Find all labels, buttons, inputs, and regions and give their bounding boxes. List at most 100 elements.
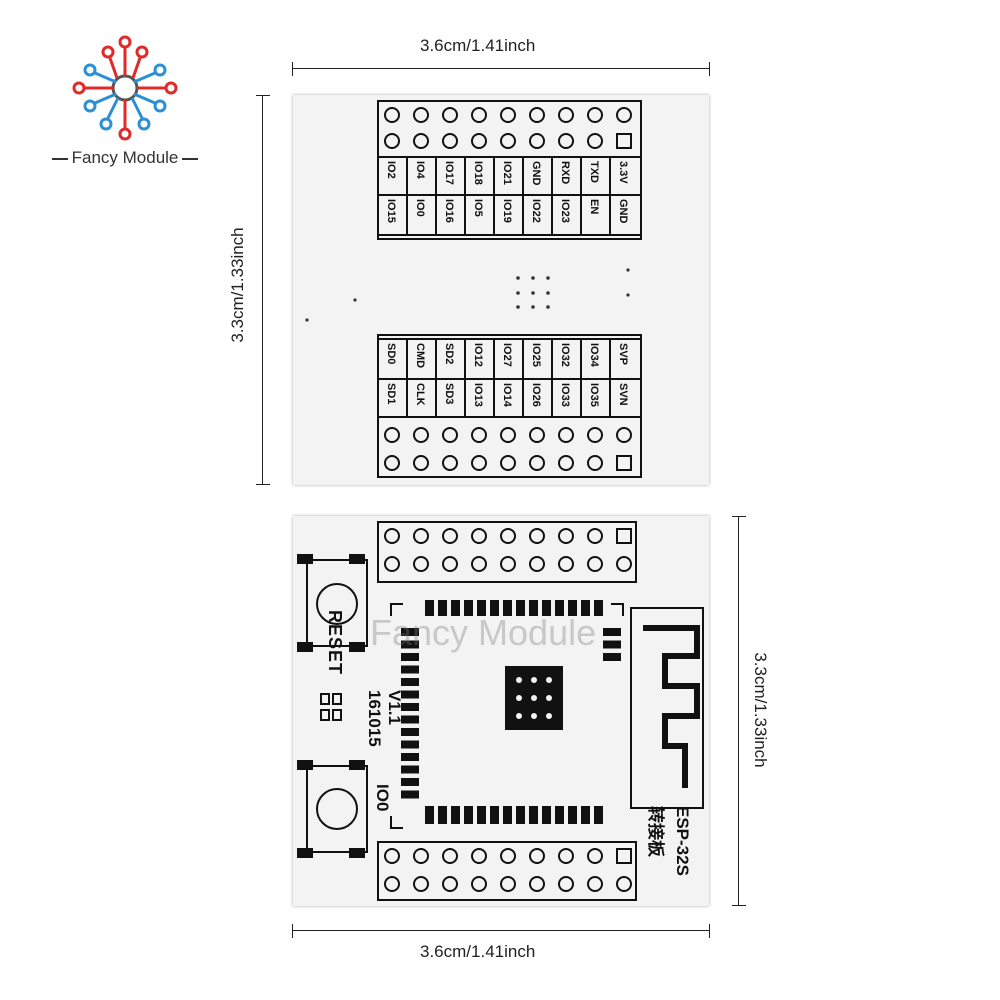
pin-pad: [500, 133, 516, 149]
square-pin-pad: [616, 528, 632, 544]
top-width-label: 3.6cm/1.41inch: [420, 36, 536, 55]
smd-pad: [555, 600, 564, 616]
pin-label: IO21: [501, 161, 513, 185]
pin-pad: [442, 876, 458, 892]
pin-pad: [442, 133, 458, 149]
pin-label: IO35: [588, 383, 600, 407]
pin-pad: [384, 427, 400, 443]
smd-pad: [477, 600, 486, 616]
pin-label: GND: [617, 199, 629, 224]
pcb-front-artwork: [297, 521, 704, 901]
pin-label: IO33: [559, 383, 571, 407]
pcb-front-side: [293, 516, 709, 906]
pin-pad: [471, 528, 487, 544]
pin-pad: [616, 107, 632, 123]
io0-switch: [297, 760, 368, 858]
version-label: V1.1: [385, 690, 404, 725]
smd-pad: [425, 806, 434, 824]
pin-pad: [587, 876, 603, 892]
pin-pad: [529, 133, 545, 149]
pin-label: SD3: [443, 383, 455, 404]
via: [626, 293, 630, 297]
smd-pad: [503, 600, 512, 616]
pin-pad: [616, 427, 632, 443]
pin-pad: [529, 528, 545, 544]
pin-pad: [529, 876, 545, 892]
pin-pad: [500, 848, 516, 864]
pin-pad: [384, 528, 400, 544]
smd-pad: [581, 600, 590, 616]
smd-pad: [401, 678, 419, 686]
smd-pad: [401, 703, 419, 711]
smd-pad: [451, 600, 460, 616]
pin-pad: [529, 107, 545, 123]
smd-pad: [464, 806, 473, 824]
smd-pad: [603, 628, 621, 636]
pin-pad: [558, 427, 574, 443]
pin-pad: [471, 427, 487, 443]
smd-pad: [425, 600, 434, 616]
date-label: 161015: [365, 690, 384, 747]
smd-pad: [555, 806, 564, 824]
pin-pad: [413, 876, 429, 892]
square-pin-pad: [616, 455, 632, 471]
smd-pad: [401, 628, 419, 636]
pin-label: IO0: [414, 199, 426, 217]
pin-label: IO26: [530, 383, 542, 407]
pin-pad: [413, 107, 429, 123]
pin-label: SVP: [617, 343, 629, 365]
via: [516, 305, 520, 309]
pin-label: IO23: [559, 199, 571, 223]
via: [531, 305, 535, 309]
pin-label: 3.3V: [617, 161, 629, 184]
bottom-width-dimension: [292, 924, 710, 938]
pin-label: CLK: [414, 383, 426, 406]
pin-pad: [500, 427, 516, 443]
via: [305, 318, 309, 322]
pin-pad: [558, 848, 574, 864]
smd-pad: [438, 600, 447, 616]
pin-pad: [413, 848, 429, 864]
smd-pad: [490, 600, 499, 616]
smd-pad: [401, 728, 419, 736]
bottom-width-label: 3.6cm/1.41inch: [420, 942, 536, 961]
smd-pad: [401, 653, 419, 661]
pin-label: IO18: [472, 161, 484, 185]
pin-pad: [442, 556, 458, 572]
smd-pad: [603, 640, 621, 649]
pin-pad: [471, 133, 487, 149]
pin-label: RXD: [559, 161, 571, 184]
pin-pad: [471, 876, 487, 892]
pin-label: SD2: [443, 343, 455, 364]
pin-pad: [616, 556, 632, 572]
smd-pad: [594, 600, 603, 616]
pin-pad: [471, 556, 487, 572]
smd-pad: [603, 653, 621, 661]
top-width-dimension: [292, 62, 710, 76]
square-pin-pad: [616, 848, 632, 864]
pin-pad: [558, 455, 574, 471]
pin-label: IO14: [501, 383, 513, 408]
smd-pad: [581, 806, 590, 824]
pin-label: IO16: [443, 199, 455, 223]
top-height-dimension: [256, 95, 270, 485]
smd-pad: [542, 806, 551, 824]
via: [626, 268, 630, 272]
module-label: ESP-32S: [673, 806, 692, 876]
smd-pad: [401, 640, 419, 649]
pin-pad: [587, 427, 603, 443]
pin-pad: [587, 556, 603, 572]
smd-pad: [438, 806, 447, 824]
pin-pad: [616, 876, 632, 892]
pin-pad: [587, 133, 603, 149]
pin-pad: [413, 556, 429, 572]
pin-label: IO17: [443, 161, 455, 185]
smd-pad: [401, 753, 419, 761]
brand-name: Fancy Module: [40, 148, 210, 168]
pin-pad: [471, 107, 487, 123]
smd-pad: [401, 690, 419, 699]
smd-pad: [401, 778, 419, 786]
pin-pad: [384, 556, 400, 572]
pin-label: IO19: [501, 199, 513, 223]
